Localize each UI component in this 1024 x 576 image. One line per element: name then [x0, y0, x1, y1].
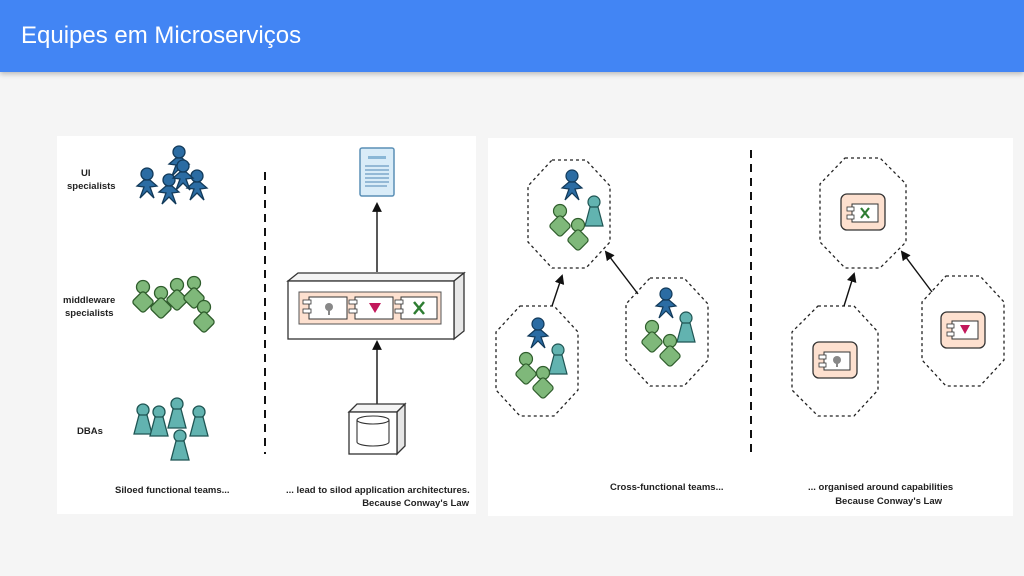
caption-conways-law-left: Because Conway's Law	[362, 498, 469, 509]
person-icon	[548, 343, 568, 375]
person-icon	[150, 285, 172, 319]
person-icon	[515, 351, 537, 385]
component-icon	[302, 296, 348, 320]
capability-octagon-bottom-left	[791, 305, 879, 417]
person-icon	[584, 195, 604, 227]
person-icon	[193, 299, 215, 333]
dbas-group	[133, 397, 209, 461]
ui-specialists-label-1: UI	[81, 168, 91, 179]
ui-specialists-group	[135, 145, 209, 205]
component-icon	[946, 320, 979, 340]
middleware-specialists-group	[132, 275, 215, 333]
component-icon	[846, 203, 879, 223]
person-icon	[676, 311, 696, 343]
arrow-icon	[843, 272, 857, 307]
team-octagon-top	[527, 159, 611, 269]
document-icon	[359, 147, 395, 197]
arrow-icon	[900, 250, 933, 293]
siloed-teams-svg: UI specialists middleware specialists DB…	[63, 145, 470, 509]
monolith-application	[286, 271, 466, 341]
person-icon	[526, 317, 550, 349]
caption-silod-architectures: ... lead to silod application architectu…	[286, 485, 470, 496]
person-icon	[185, 169, 209, 201]
person-icon	[654, 287, 678, 319]
capability-octagon-bottom-right	[921, 275, 1005, 387]
person-icon	[166, 277, 188, 311]
person-icon	[189, 405, 209, 437]
person-icon	[132, 279, 154, 313]
caption-siloed-teams: Siloed functional teams...	[115, 485, 230, 496]
arrow-icon	[604, 250, 639, 295]
siloed-teams-diagram: UI specialists middleware specialists DB…	[57, 136, 476, 514]
person-icon	[171, 159, 195, 191]
person-icon	[167, 397, 187, 429]
database-icon	[347, 402, 407, 456]
component-icon	[818, 351, 851, 371]
person-icon	[170, 429, 190, 461]
person-icon	[549, 203, 571, 237]
team-octagon-bottom-left	[495, 305, 579, 417]
person-icon	[133, 403, 153, 435]
middleware-specialists-label-1: middleware	[63, 295, 115, 306]
middleware-specialists-label-2: specialists	[65, 308, 114, 319]
person-icon	[135, 167, 159, 199]
caption-conways-law-right: Because Conway's Law	[835, 496, 942, 507]
page-title: Equipes em Microserviços	[21, 22, 302, 49]
person-icon	[567, 217, 589, 251]
dbas-label: DBAs	[77, 426, 103, 437]
person-icon	[157, 173, 181, 205]
cross-functional-teams-diagram: Cross-functional teams... ... organised …	[488, 138, 1013, 516]
cross-functional-teams-svg: Cross-functional teams... ... organised …	[495, 150, 1005, 507]
team-octagon-bottom-right	[625, 277, 709, 387]
person-icon	[659, 333, 681, 367]
ui-specialists-label-2: specialists	[67, 181, 116, 192]
person-icon	[560, 169, 584, 201]
component-icon	[348, 296, 394, 320]
caption-cross-functional-teams: Cross-functional teams...	[610, 482, 724, 493]
header-bar: Equipes em Microserviços	[0, 0, 1024, 72]
arrow-icon	[551, 274, 565, 307]
caption-organised-capabilities: ... organised around capabilities	[808, 482, 953, 493]
person-icon	[641, 319, 663, 353]
capability-octagon-top	[819, 157, 907, 269]
person-icon	[149, 405, 169, 437]
component-icon	[394, 296, 438, 320]
person-icon	[532, 365, 554, 399]
